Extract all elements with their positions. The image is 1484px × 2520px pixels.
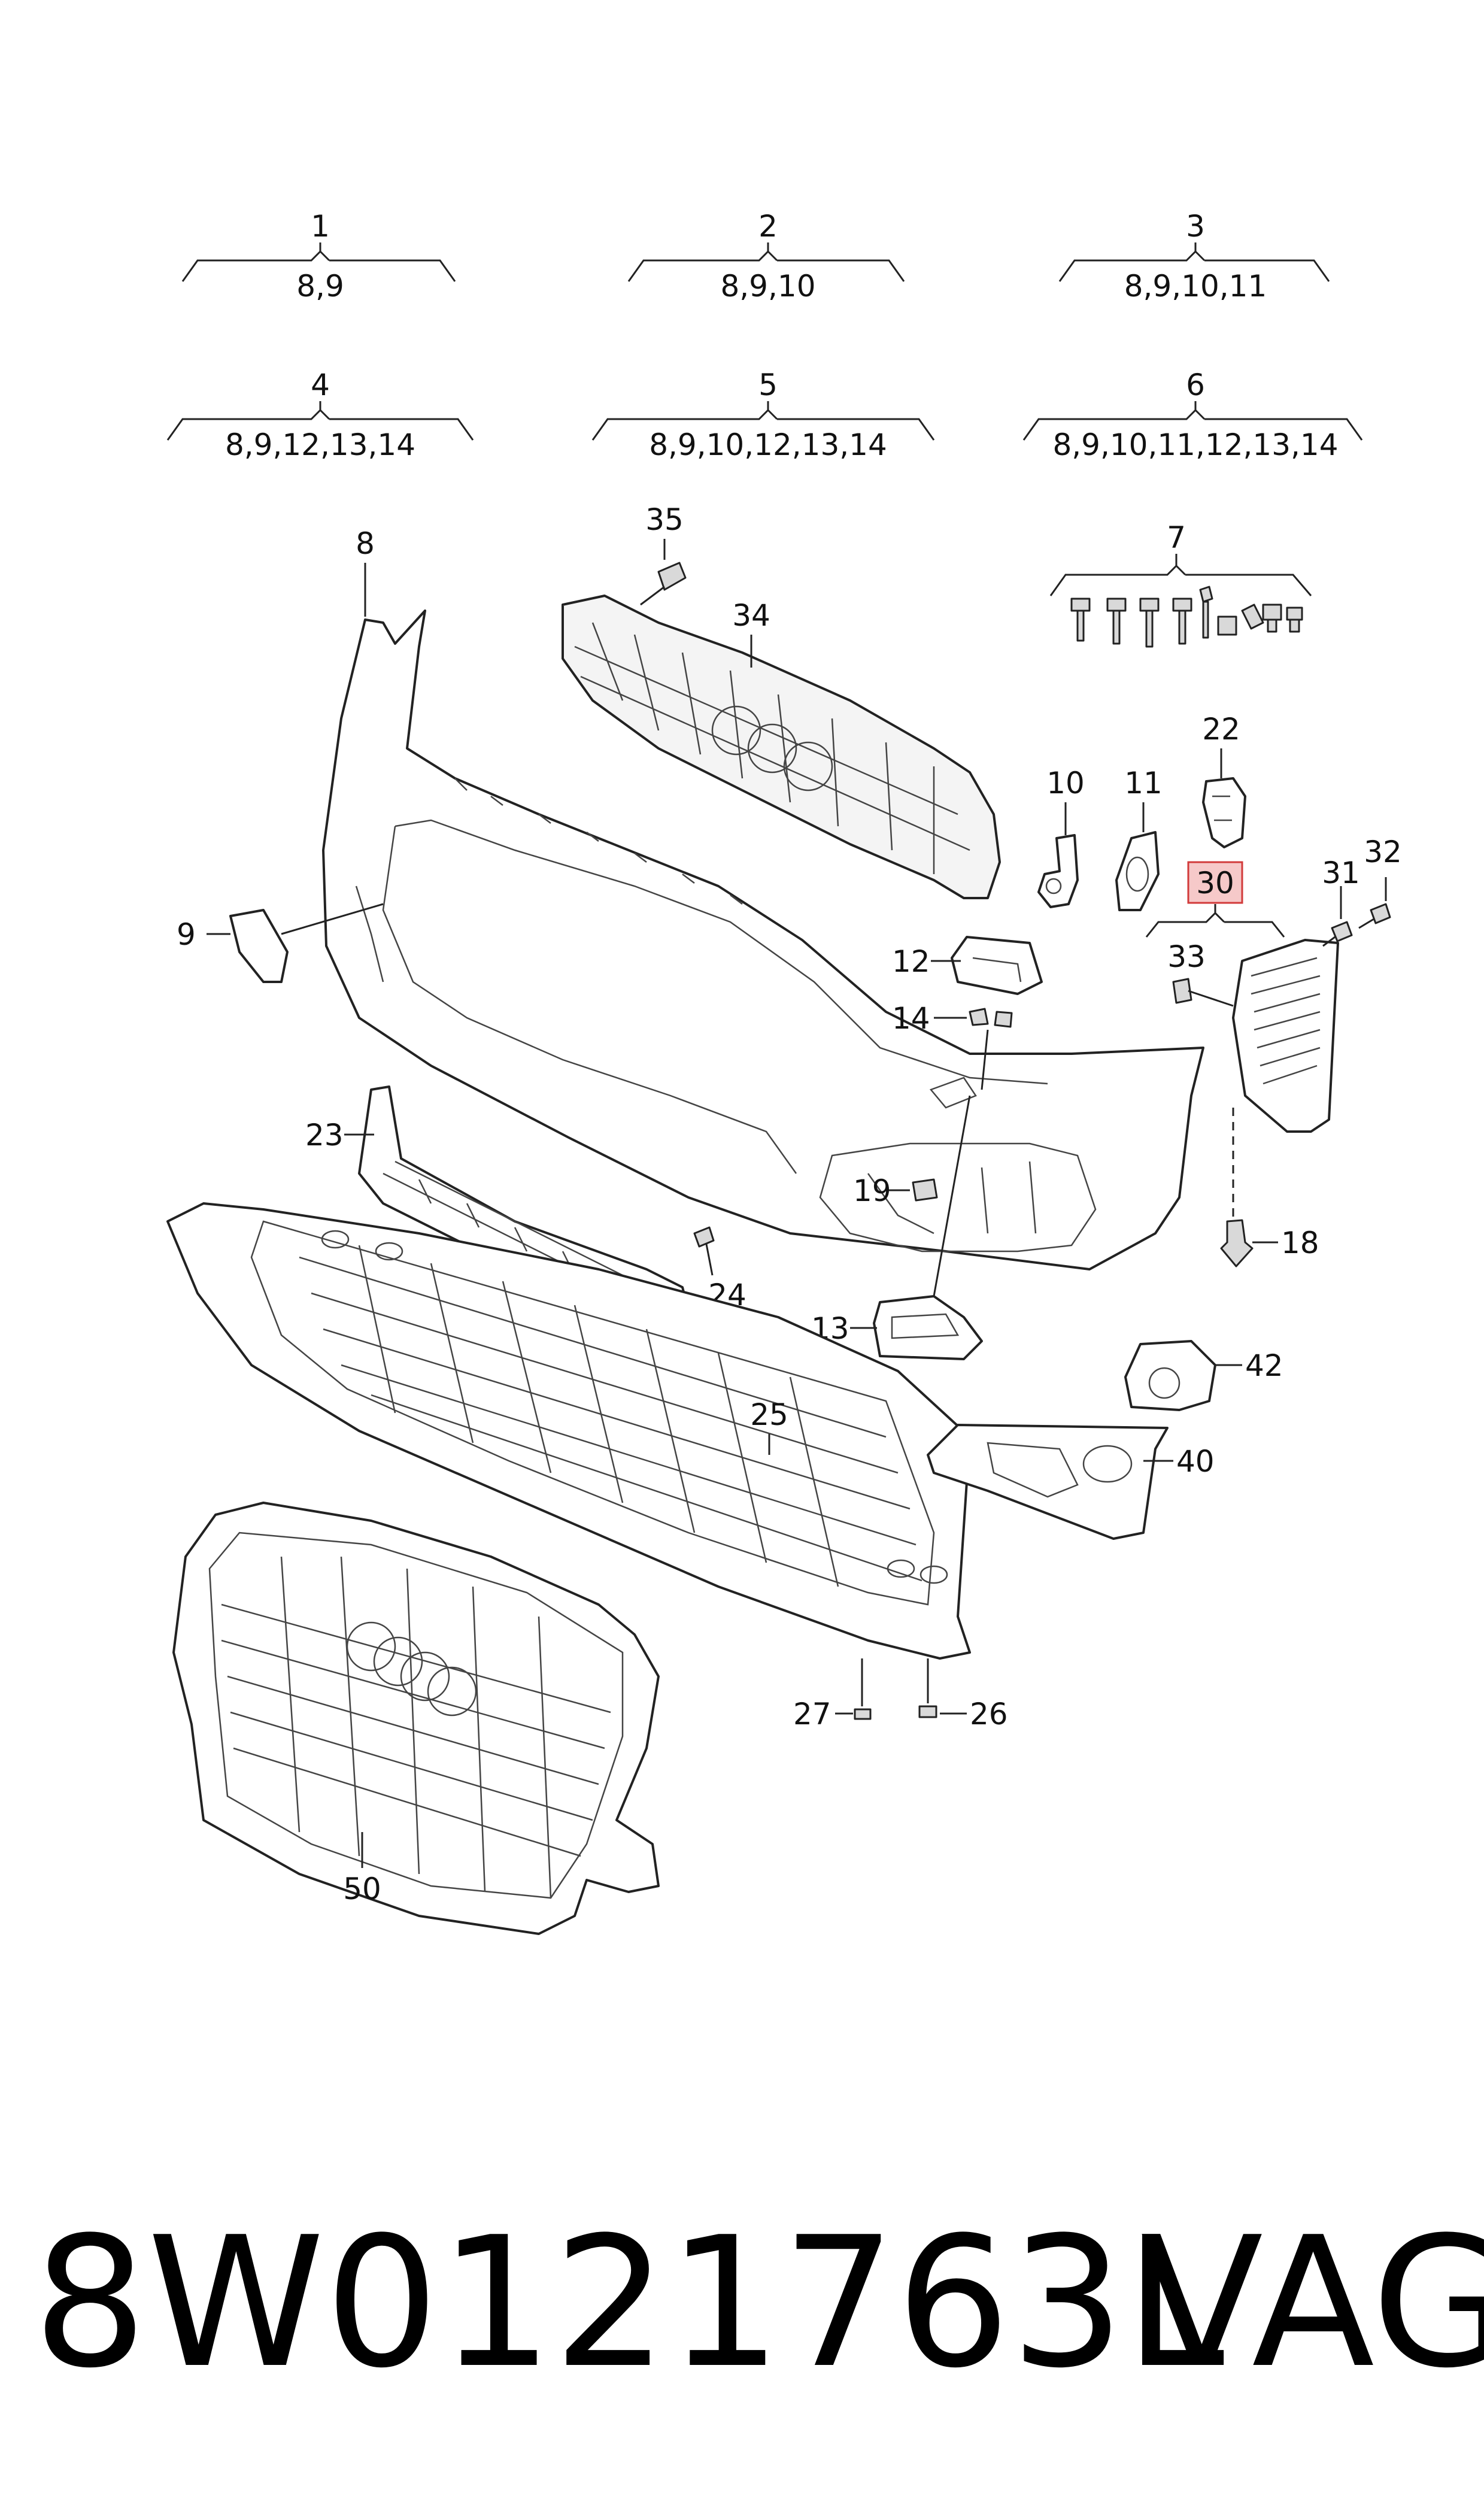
part-22-bracket — [1202, 777, 1246, 848]
part-12-tow-eye-cover — [951, 936, 1043, 995]
group-3-id: 3 — [1186, 209, 1205, 244]
callout-22: 22 — [1202, 712, 1240, 747]
callout-26: 26 — [970, 1697, 1008, 1731]
callout-23: 23 — [305, 1118, 344, 1153]
callout-25: 25 — [750, 1397, 788, 1432]
callout-19: 19 — [853, 1173, 891, 1208]
part-30-side-grille — [1232, 939, 1339, 1133]
part-13-tow-eye-cover-lower — [873, 1295, 983, 1360]
part-42-bracket — [1124, 1340, 1216, 1411]
part-24-screw — [693, 1226, 715, 1276]
group-6-id: 6 — [1186, 368, 1205, 402]
group-2: 2 8,9,10 — [627, 209, 905, 304]
callout-34: 34 — [732, 598, 770, 633]
group-6: 6 8,9,10,11,12,13,14 — [1022, 368, 1363, 462]
part-32-screw — [1358, 903, 1391, 929]
part-27-screw — [854, 1658, 872, 1720]
group-5-items: 8,9,10,12,13,14 — [649, 427, 887, 462]
callout-14: 14 — [892, 1001, 930, 1036]
part-26-screw — [918, 1658, 937, 1718]
group-3-items: 8,9,10,11 — [1124, 269, 1267, 304]
group-1-id: 1 — [311, 209, 330, 244]
footer-brand: VAG — [1140, 2198, 1484, 2407]
part-35-bolt-icon — [640, 562, 687, 606]
part-8-bumper-cover — [322, 609, 1204, 1270]
part-18-clip — [1220, 1219, 1254, 1267]
callout-30-highlight — [1187, 861, 1243, 904]
group-4: 4 8,9,12,13,14 — [166, 368, 474, 462]
group-4-items: 8,9,12,13,14 — [225, 427, 415, 462]
footer-part-number: 8W0121763L — [33, 2198, 1225, 2407]
group-1: 1 8,9 — [181, 209, 456, 304]
part-9-cover-cap — [229, 909, 289, 983]
part-7-fastener-set: 7 — [1049, 520, 1312, 648]
group-6-items: 8,9,10,11,12,13,14 — [1052, 427, 1338, 462]
part-31-screw — [1322, 921, 1353, 947]
part-19-clip — [912, 1178, 938, 1202]
callout-11: 11 — [1124, 766, 1163, 800]
callout-9: 9 — [177, 917, 196, 952]
part-10-bracket — [1037, 834, 1079, 908]
callout-30: 30 — [1196, 866, 1234, 900]
group-4-id: 4 — [311, 368, 330, 402]
group-2-id: 2 — [758, 209, 778, 244]
callout-10: 10 — [1046, 766, 1085, 800]
callout-33: 33 — [1167, 939, 1206, 974]
part-14-clip — [969, 1008, 1013, 1028]
group-5: 5 8,9,10,12,13,14 — [591, 368, 935, 462]
callout-50: 50 — [343, 1872, 381, 1906]
group-3: 3 8,9,10,11 — [1058, 209, 1330, 304]
callout-12: 12 — [892, 944, 930, 979]
group-5-id: 5 — [758, 368, 778, 402]
callout-18: 18 — [1281, 1226, 1319, 1260]
group-2-items: 8,9,10 — [720, 269, 815, 304]
part-11-washer-nozzle-cap — [1115, 831, 1160, 911]
callout-31: 31 — [1322, 856, 1360, 890]
part-25-underbody-shield — [166, 1202, 971, 1660]
callout-32: 32 — [1364, 835, 1402, 869]
callout-27: 27 — [793, 1697, 831, 1731]
callout-42: 42 — [1245, 1348, 1283, 1383]
group-1-items: 8,9 — [296, 269, 344, 304]
callout-8: 8 — [356, 526, 375, 561]
callout-40: 40 — [1176, 1444, 1215, 1479]
part-50-radiator-grille — [172, 1502, 660, 1935]
callout-35: 35 — [645, 502, 684, 537]
part-34-carrier — [562, 595, 1001, 899]
callout-7: 7 — [1167, 520, 1186, 555]
part-33-clip — [1172, 978, 1192, 1004]
part-40-fog-light-trim — [927, 1424, 1169, 1540]
